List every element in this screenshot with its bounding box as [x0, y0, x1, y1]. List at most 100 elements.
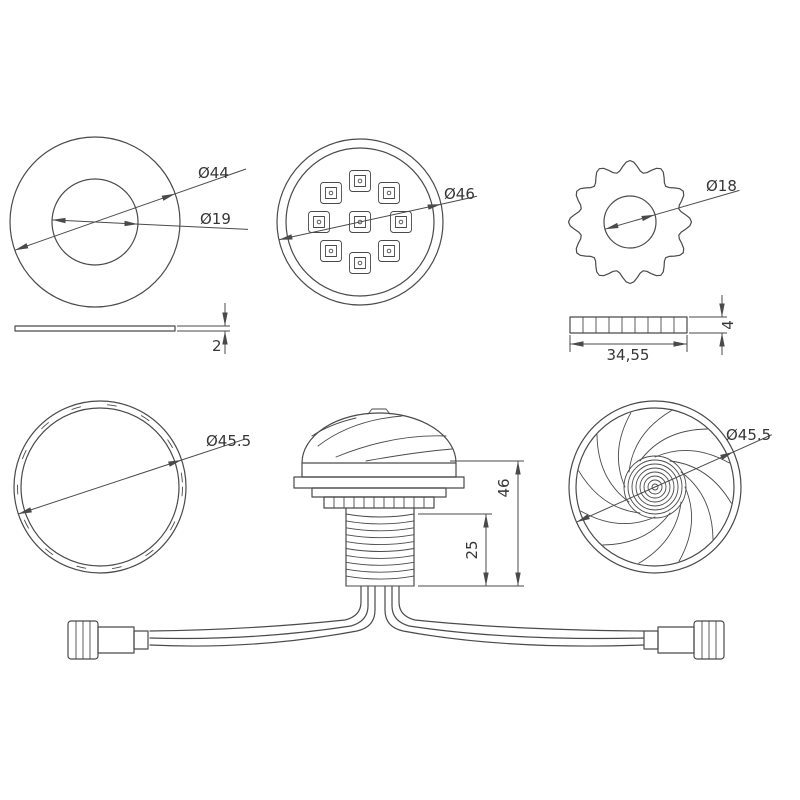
- nut-width-label: 34,55: [607, 346, 650, 364]
- nut-side-bar: [569, 316, 688, 334]
- led-dia-dim-line: [278, 203, 442, 241]
- thread-coils: [345, 513, 415, 580]
- dome-outline: [301, 412, 457, 464]
- led-dia-dim-leader: [440, 195, 478, 205]
- front-ring-dim-line: [18, 459, 182, 515]
- nut-hole-dim-line: [604, 214, 656, 230]
- back-ring-view: Ø45.5: [568, 400, 773, 574]
- nut-height-label: 4: [719, 320, 737, 330]
- led-die: [398, 219, 404, 225]
- thread-coil: [345, 527, 415, 532]
- led-6: [320, 240, 342, 262]
- led-8: [320, 182, 342, 204]
- led-die: [357, 178, 363, 184]
- thread-coil: [345, 554, 415, 559]
- led-die: [386, 248, 392, 254]
- right-connector-collar: [643, 630, 659, 650]
- nut-front-view: Ø18: [567, 159, 740, 285]
- thread-coil: [345, 541, 415, 546]
- led-panel-outer-circle: [276, 138, 444, 306]
- flange-lower: [311, 487, 447, 498]
- collar: [323, 496, 435, 509]
- washer-inner-dim-line: [52, 217, 138, 227]
- thread-coil: [345, 575, 415, 580]
- right-connector-body: [657, 626, 695, 654]
- thread-coil: [345, 513, 415, 518]
- left-connector-collar: [133, 630, 149, 650]
- front-ring-clip-marks: [17, 404, 183, 570]
- led-chip: [313, 216, 325, 228]
- flange-lip: [293, 476, 465, 489]
- thread-coil: [345, 561, 415, 566]
- washer-side-bar: [14, 325, 176, 332]
- washer-outer-dim-leader: [175, 168, 247, 195]
- nut-hole-circle: [603, 195, 657, 249]
- led-chip: [395, 216, 407, 228]
- swirl-blade: [580, 510, 656, 525]
- washer-thickness-label: 2: [212, 337, 222, 355]
- dome-hatch-3: [365, 448, 453, 462]
- back-ring-dim-leader: [733, 434, 773, 453]
- washer-inner-dim-leader: [137, 223, 249, 230]
- led-chip: [383, 245, 395, 257]
- nut-side-view: 34,55 4: [569, 295, 737, 364]
- led-1: [349, 170, 371, 192]
- led-dia-label: Ø46: [444, 185, 475, 203]
- led-die: [328, 248, 334, 254]
- led-chip: [354, 257, 366, 269]
- led-body: [378, 182, 400, 204]
- front-ring-dim-leader: [181, 438, 245, 461]
- washer-outer-dia-label: Ø44: [198, 164, 229, 182]
- right-connector: [643, 620, 725, 660]
- led-die: [316, 219, 322, 225]
- swirl-blade: [678, 486, 693, 562]
- nut-scalloped-outline: [567, 159, 693, 285]
- front-ring-dia-label: Ø45.5: [206, 432, 251, 450]
- led-body: [320, 240, 342, 262]
- wire-left-2: [149, 585, 369, 640]
- washer-side-view: 2: [14, 303, 230, 355]
- dome-hatch-2: [335, 435, 447, 458]
- dome-hatch-4: [311, 417, 357, 437]
- led-die: [386, 190, 392, 196]
- flange-upper: [301, 462, 457, 478]
- collar-teeth: [333, 496, 425, 509]
- back-ring-inner-circle: [575, 407, 735, 567]
- dome-top-notch: [367, 408, 391, 415]
- left-connector-body: [97, 626, 135, 654]
- body-side-view: 25 46: [149, 408, 645, 647]
- led-chip: [383, 187, 395, 199]
- swirl-blade: [654, 449, 730, 464]
- nut-scallop-group: [567, 159, 693, 285]
- wire-right-1: [398, 585, 645, 632]
- total-height-label: 46: [495, 478, 513, 497]
- wire-right-2: [391, 585, 645, 640]
- nut-side-knurl: [582, 316, 675, 334]
- wire-left-1: [149, 585, 362, 632]
- led-2: [378, 182, 400, 204]
- thread-coil: [345, 520, 415, 525]
- swirl-blade: [617, 412, 632, 488]
- led-body: [349, 170, 371, 192]
- led-body: [378, 240, 400, 262]
- led-body: [320, 182, 342, 204]
- left-connector: [67, 620, 149, 660]
- washer-front-view: Ø44 Ø19: [9, 136, 249, 308]
- front-ring-view: Ø45.5: [13, 400, 251, 574]
- led-die: [357, 260, 363, 266]
- back-ring-outer-circle: [568, 400, 742, 574]
- led-chip: [325, 245, 337, 257]
- led-4: [378, 240, 400, 262]
- led-5: [349, 252, 371, 274]
- wire-right-3: [384, 585, 645, 647]
- nut-hole-dia-label: Ø18: [706, 177, 737, 195]
- front-ring-outer-circle: [13, 400, 187, 574]
- back-ring-dim-line: [576, 451, 734, 523]
- thread-coil: [345, 568, 415, 573]
- washer-inner-dia-label: Ø19: [200, 210, 231, 228]
- washer-outer-circle: [9, 136, 181, 308]
- wire-left-3: [149, 585, 376, 647]
- thread-length-label: 25: [463, 540, 481, 559]
